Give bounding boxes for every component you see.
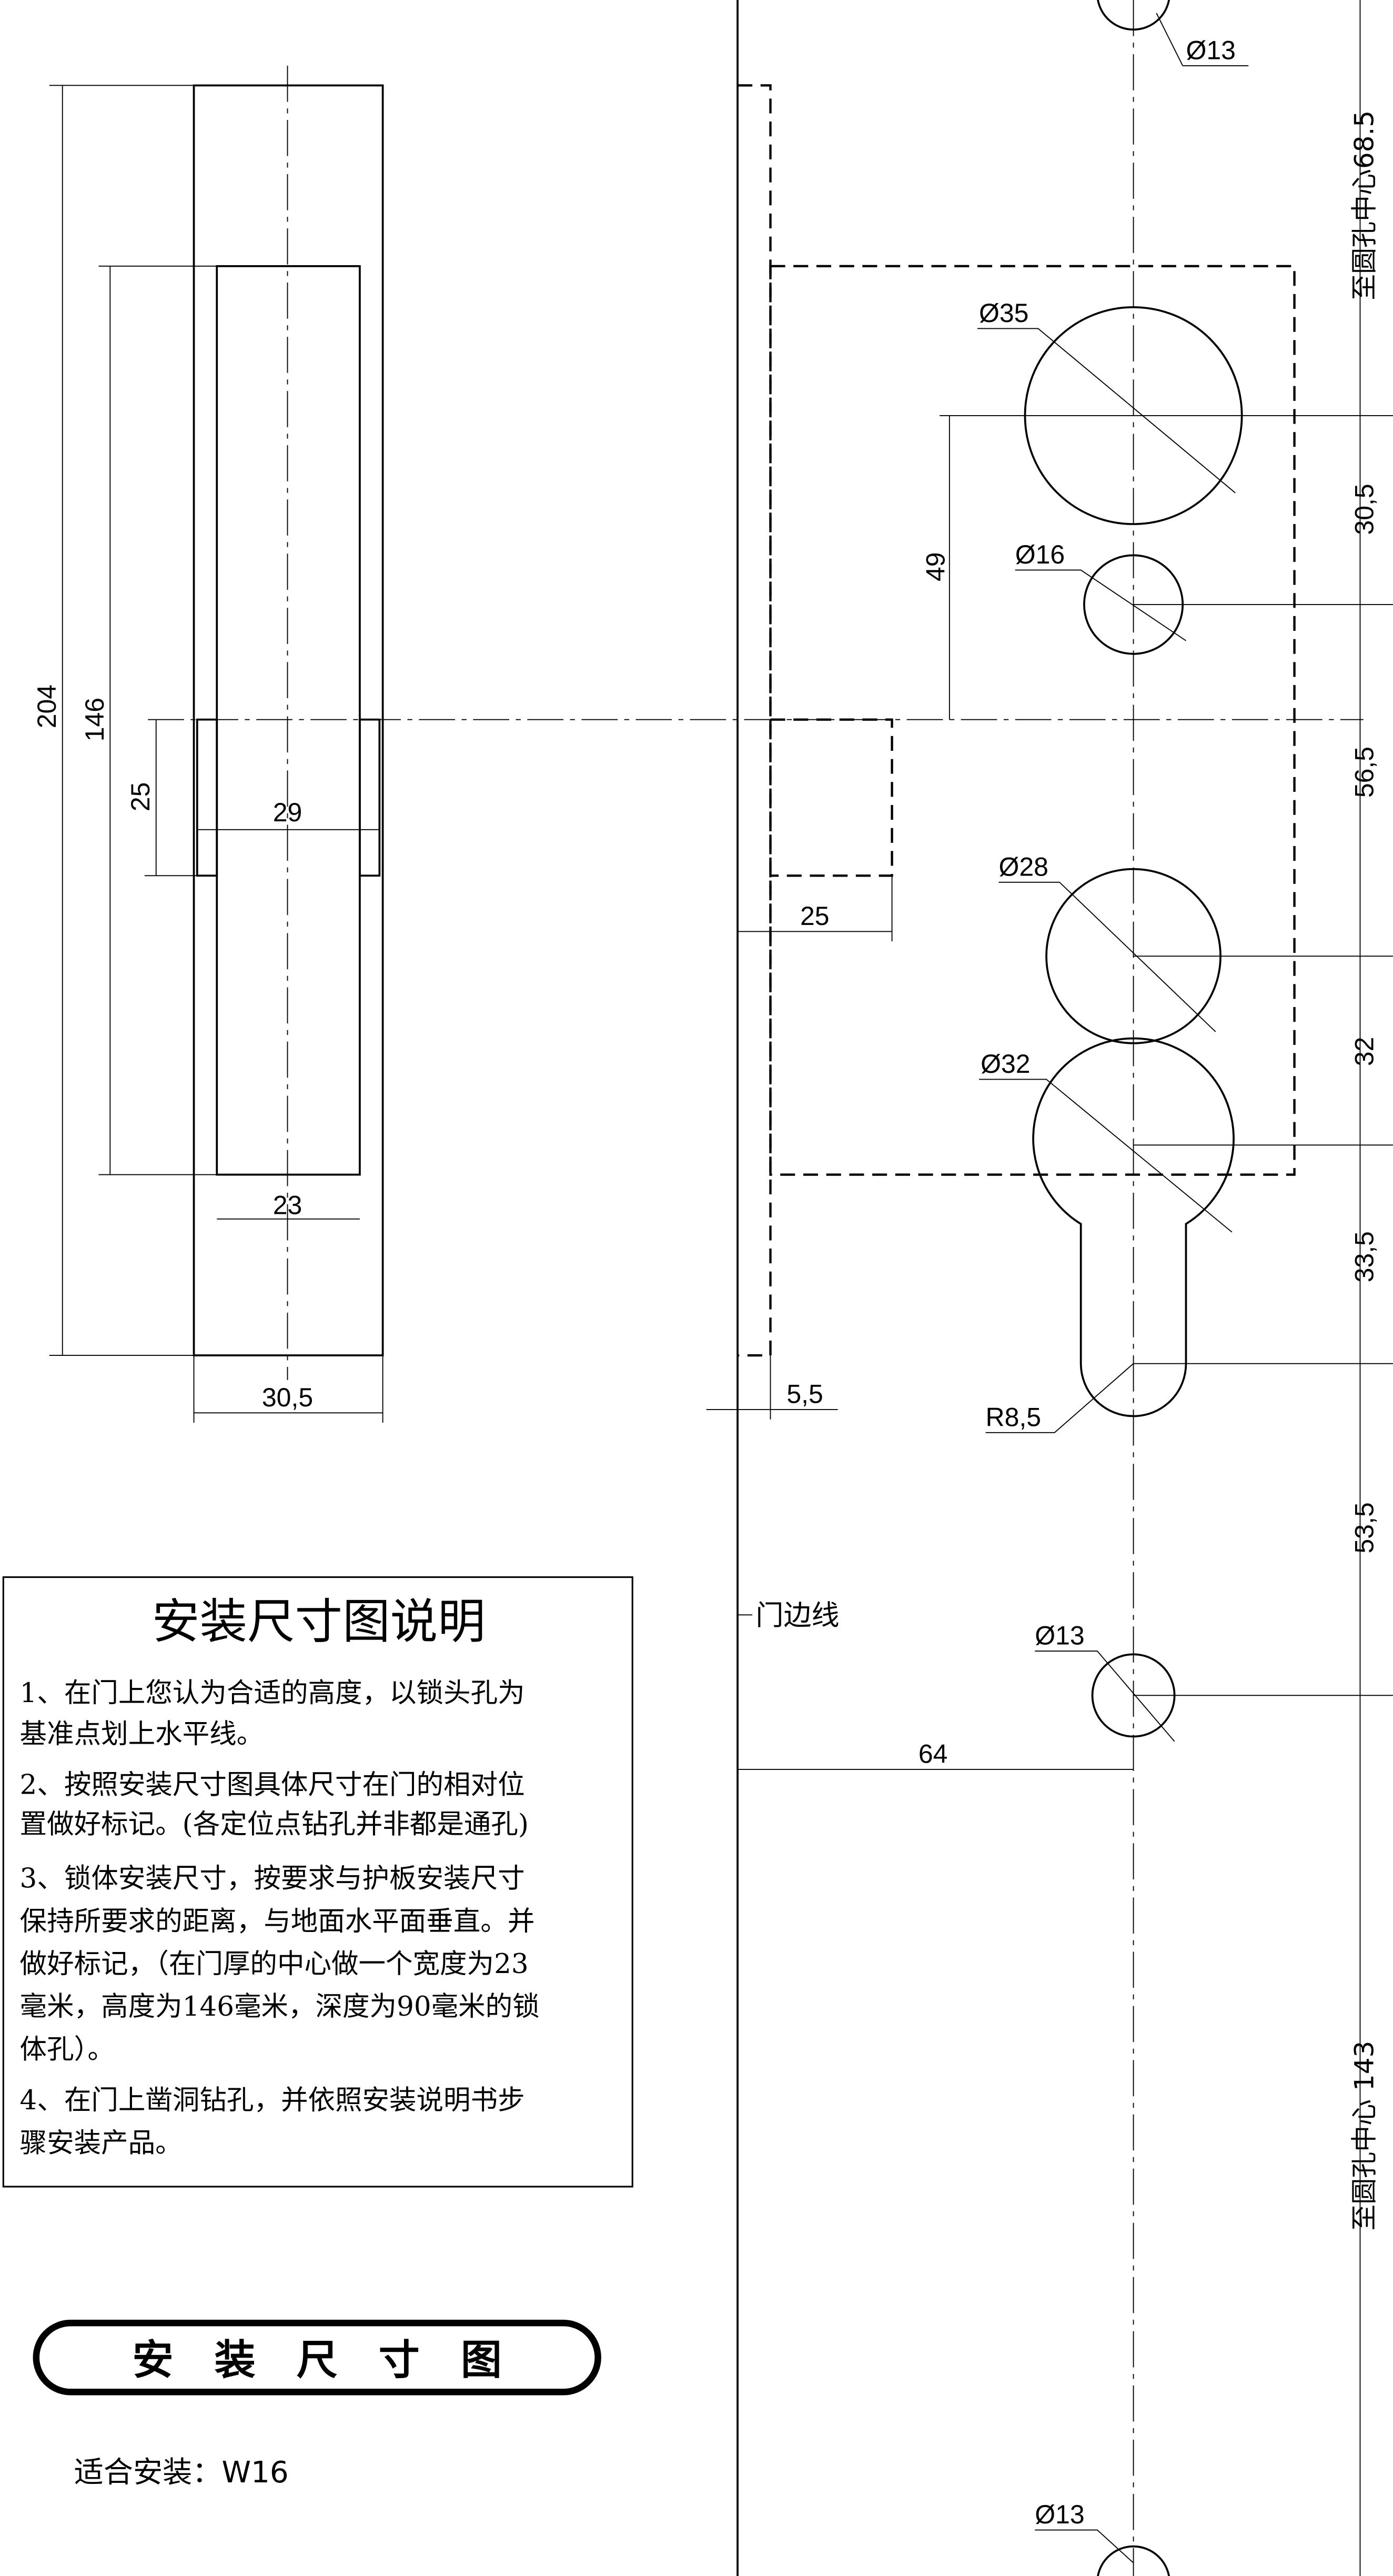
dim-25-faceplate: 25 — [800, 901, 830, 931]
instructions-box: 安装尺寸图说明 1、在门上您认为合适的高度，以锁头孔为 基准点划上水平线。 2、… — [2, 1576, 633, 2188]
label-diameter-28: Ø28 — [999, 852, 1048, 881]
instruction-line: 3、锁体安装尺寸，按要求与护板安装尺寸 — [20, 1863, 525, 1895]
instruction-line: 4、在门上凿洞钻孔，并依照安装说明书步 — [20, 2085, 525, 2116]
door-edge-label: 门边线 — [755, 1599, 839, 1632]
label-radius: R8,5 — [986, 1402, 1041, 1432]
to-center-top: 至圆孔中心68.5 — [1349, 110, 1379, 300]
instruction-line: 1、在门上您认为合适的高度，以锁头孔为 — [20, 1677, 525, 1709]
dim-30-5-right: 30,5 — [1349, 484, 1379, 535]
dim-53-5: 53,5 — [1349, 1502, 1379, 1553]
cylinder-hole-32 — [1032, 1037, 1235, 1417]
instruction-line: 2、按照安装尺寸图具体尺寸在门的相对位 — [20, 1769, 525, 1801]
dim-5-5: 5,5 — [786, 1380, 823, 1409]
dim-33-5: 33,5 — [1349, 1231, 1379, 1282]
to-center-bottom: 至圆孔中心 143 — [1349, 2041, 1379, 2231]
dim-56-5: 56,5 — [1349, 747, 1379, 798]
label-diameter-16: Ø16 — [1015, 540, 1065, 569]
dim-25: 25 — [126, 782, 155, 812]
lock-cutout — [216, 265, 361, 1176]
faceplate-outline — [738, 84, 772, 1357]
label-diameter-35: Ø35 — [979, 298, 1028, 328]
instruction-line: 做好标记，（在门厚的中心做一个宽度为23 — [20, 1948, 529, 1980]
faceplate-strip-right — [359, 718, 381, 877]
dim-23: 23 — [273, 1190, 302, 1220]
instruction-line: 保持所要求的距离，与地面水平面垂直。并 — [20, 1906, 535, 1937]
dim-204: 204 — [32, 685, 62, 728]
instructions-title: 安装尺寸图说明 — [152, 1594, 486, 1649]
door-cross-section: 204 146 25 29 23 30,5 — [32, 65, 1364, 1423]
dim-146: 146 — [80, 698, 109, 741]
instruction-line: 骤安装产品。 — [20, 2127, 183, 2159]
label-diameter-13-bottom: Ø13 — [1035, 2500, 1084, 2529]
banner-title: 安 装 尺 寸 图 — [133, 2337, 502, 2384]
dim-30-5: 30,5 — [262, 1383, 313, 1412]
dim-29: 29 — [273, 798, 302, 827]
dim-32: 32 — [1349, 1037, 1379, 1066]
dim-64: 64 — [918, 1739, 948, 1768]
instruction-line: 基准点划上水平线。 — [20, 1718, 264, 1750]
title-banner: 安 装 尺 寸 图 — [33, 2319, 601, 2396]
door-face-view: Ø13 Ø35 Ø16 Ø28 Ø32 R8,5 Ø13 Ø13 49 25 5… — [706, 0, 1393, 2576]
lock-body-outline — [769, 265, 1296, 1176]
instruction-line: 毫米，高度为146毫米，深度为90毫米的锁 — [20, 1991, 540, 2022]
label-diameter-13: Ø13 — [1035, 1621, 1084, 1651]
instruction-line: 体孔）。 — [20, 2034, 115, 2065]
instruction-line: 置做好标记。(各定位点钻孔并非都是通孔) — [20, 1809, 529, 1840]
label-diameter-32: Ø32 — [981, 1049, 1030, 1079]
dim-49: 49 — [921, 552, 950, 581]
faceplate-strip-left — [196, 718, 218, 877]
suitable-model: 适合安装：W16 — [74, 2456, 289, 2490]
label-diameter-13-top: Ø13 — [1186, 35, 1235, 65]
